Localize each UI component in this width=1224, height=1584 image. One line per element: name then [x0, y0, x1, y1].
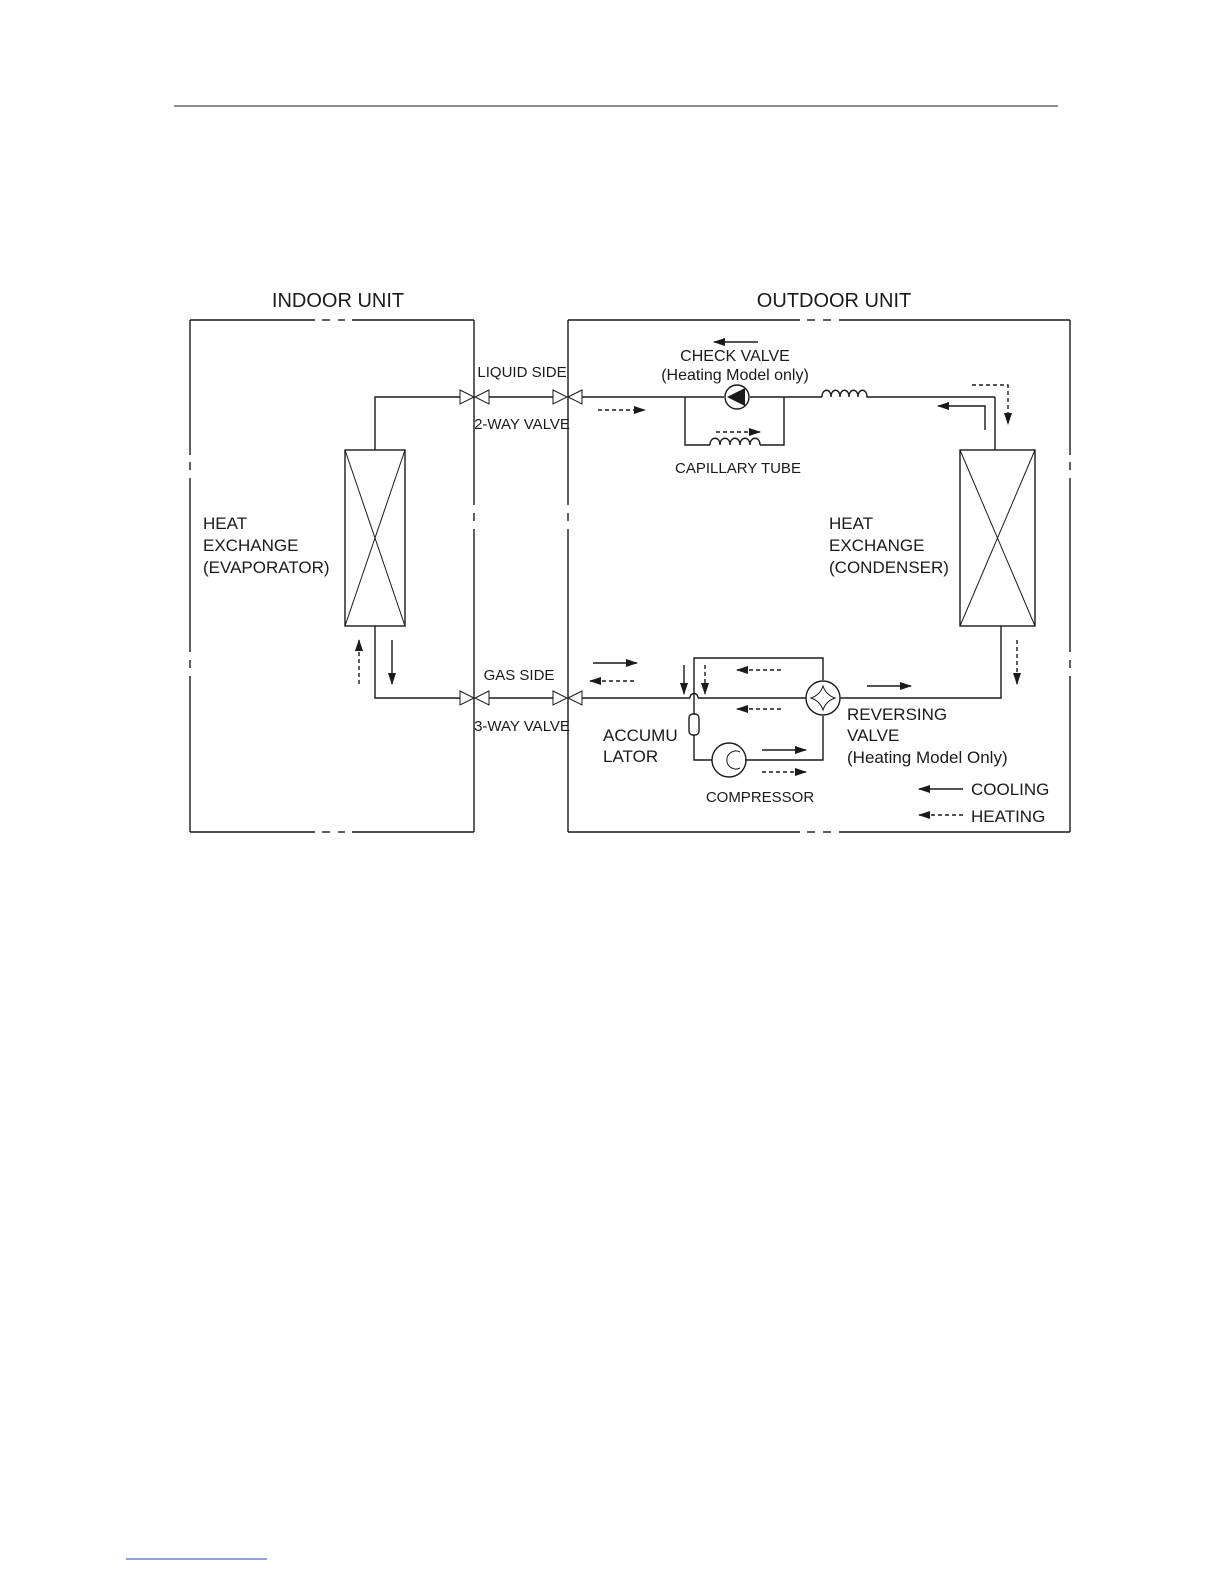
indoor-hx-label-3: (EVAPORATOR): [203, 558, 330, 577]
legend-cooling-label: COOLING: [971, 780, 1049, 799]
check-valve-symbol: [725, 385, 749, 409]
outdoor-unit-title: OUTDOOR UNIT: [757, 290, 911, 312]
indoor-hx-label-1: HEAT: [203, 514, 247, 533]
capillary-tube-label: CAPILLARY TUBE: [675, 460, 801, 477]
compressor-label: COMPRESSOR: [706, 789, 815, 806]
capillary-tube-coil: [710, 438, 760, 445]
accumulator-symbol: [689, 714, 699, 735]
reversing-valve-label-2: VALVE: [847, 726, 899, 745]
liquid-side-label: LIQUID SIDE: [477, 364, 566, 381]
legend-heating-label: HEATING: [971, 807, 1045, 826]
strainer-coil: [822, 390, 870, 397]
compressor-symbol: [712, 743, 746, 777]
reversing-valve-label-1: REVERSING: [847, 705, 947, 724]
heating-arrow-condenser-in: [972, 385, 1008, 424]
reversing-valve-symbol: [806, 681, 840, 715]
cooling-arrow-condenser-out: [938, 406, 985, 430]
indoor-hx-label-2: EXCHANGE: [203, 536, 298, 555]
indoor-piping: [375, 397, 553, 698]
reversing-valve-note: (Heating Model Only): [847, 748, 1008, 767]
outdoor-heat-exchanger: [960, 450, 1035, 626]
outdoor-hx-label-3: (CONDENSER): [829, 558, 949, 577]
two-way-valve-label: 2-WAY VALVE: [474, 416, 570, 433]
outdoor-liquid-line: [582, 397, 995, 450]
check-valve-note: (Heating Model only): [661, 367, 809, 384]
accumulator-label-1: ACCUMU: [603, 726, 678, 745]
three-way-valve-label: 3-WAY VALVE: [474, 718, 570, 735]
gas-side-label: GAS SIDE: [484, 667, 555, 684]
check-valve-label: CHECK VALVE: [680, 348, 790, 365]
outdoor-hx-label-2: EXCHANGE: [829, 536, 924, 555]
indoor-heat-exchanger: [345, 450, 405, 626]
legend: COOLING HEATING: [919, 780, 1049, 826]
indoor-unit-title: INDOOR UNIT: [272, 290, 404, 312]
outdoor-hx-label-1: HEAT: [829, 514, 873, 533]
accumulator-label-2: LATOR: [603, 747, 658, 766]
